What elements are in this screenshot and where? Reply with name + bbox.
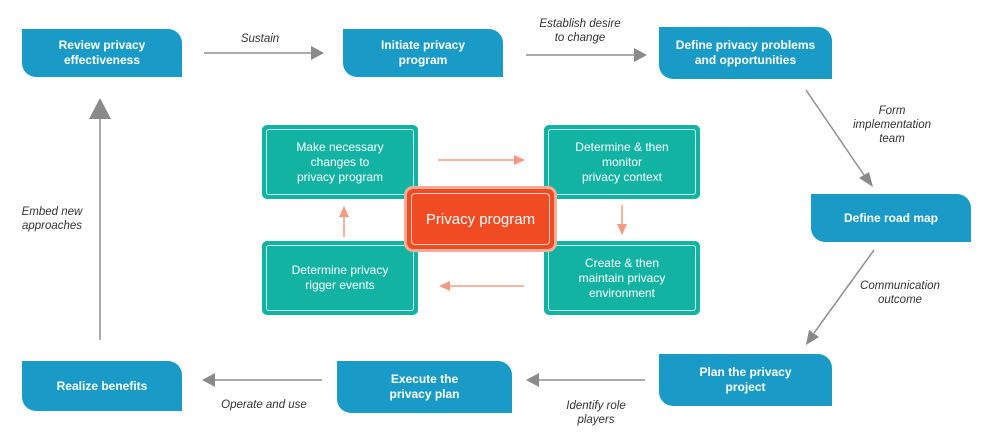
step-realize-benefits: Realize benefits	[22, 361, 182, 411]
center-privacy-program: Privacy program	[407, 189, 554, 249]
arrowhead-sustain	[311, 46, 324, 60]
label-embed: Embed new approaches	[21, 206, 83, 232]
step-plan-project: Plan the privacy project	[659, 354, 832, 406]
arrowhead-form-team	[859, 172, 873, 187]
inner-make-changes: Make necessary changes to privacy progra…	[262, 125, 418, 199]
step-execute-plan: Execute the privacy plan	[337, 361, 512, 413]
label-operate-use: Operate and use	[221, 399, 307, 411]
inner-arrowhead-up	[339, 206, 349, 217]
arrowhead-establish	[634, 48, 647, 62]
label-establish-desire: Establish desire to change	[539, 18, 621, 44]
arrowhead-operate-use	[202, 373, 215, 387]
arrowhead-communication	[806, 330, 819, 345]
arrow-communication	[813, 249, 875, 334]
inner-arrowhead-down	[617, 224, 627, 235]
arrowhead-identify-roles	[526, 373, 539, 387]
step-review-effectiveness: Review privacy effectiveness	[22, 29, 182, 77]
label-identify-roles: Identify role players	[566, 400, 626, 426]
label-communication: Communication outcome	[860, 280, 940, 306]
label-sustain: Sustain	[240, 33, 280, 45]
step-initiate-program: Initiate privacy program	[343, 29, 503, 77]
label-form-team: Form implementation team	[853, 105, 931, 145]
arrow-form-team	[805, 89, 865, 176]
arrowhead-embed	[89, 98, 111, 119]
step-define-road-map: Define road map	[811, 194, 971, 242]
step-define-problems: Define privacy problems and opportunitie…	[659, 27, 832, 79]
inner-create-environment: Create & then maintain privacy environme…	[544, 241, 700, 315]
inner-arrowhead-left	[439, 281, 450, 291]
inner-monitor-context: Determine & then monitor privacy context	[544, 125, 700, 199]
inner-trigger-events: Determine privacy rigger events	[262, 241, 418, 315]
inner-arrowhead-right	[514, 155, 525, 165]
